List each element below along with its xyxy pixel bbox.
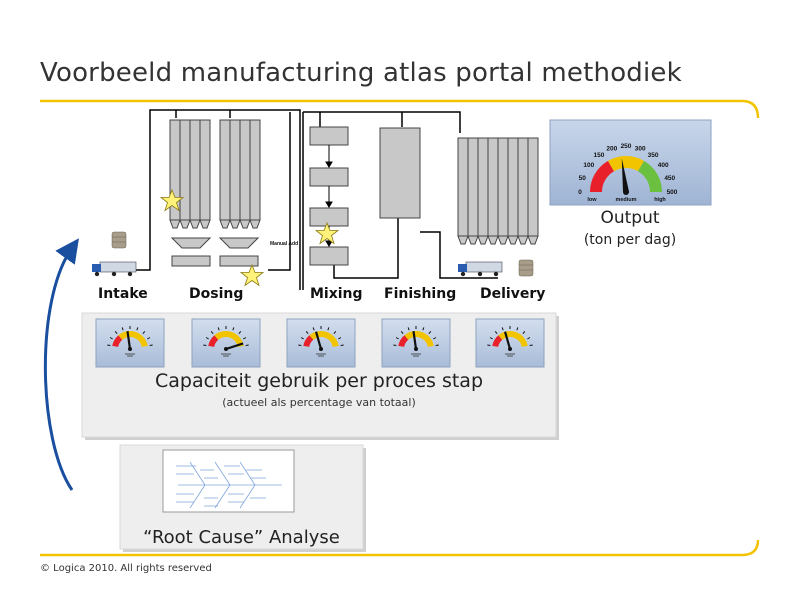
copyright: © Logica 2010. All rights reserved [40, 563, 212, 574]
output-gauge-tick-label: 50 [579, 175, 587, 182]
capacity-gauge-intake [95, 318, 165, 368]
bottom-frame-line [40, 539, 760, 557]
capacity-gauge-needle [314, 331, 323, 350]
capacity-gauge-needle [503, 331, 512, 350]
output-gauge-tick-label: 250 [621, 143, 632, 150]
intake-sacks-icon [111, 231, 127, 249]
capacity-subtitle: (actueel als percentage van totaal) [222, 396, 416, 409]
intake-truck-icon [92, 261, 137, 277]
capacity-gauge-needle [126, 331, 132, 350]
step-label-dosing: Dosing [189, 286, 244, 302]
delivery-sacks-icon [518, 259, 534, 277]
output-gauge-tick-label: 100 [583, 162, 594, 169]
capacity-gauge-needle [225, 342, 244, 351]
root-cause-label[interactable]: “Root Cause” Analyse [143, 527, 340, 548]
output-gauge-zone-label: low [587, 197, 597, 203]
output-gauge-zone-high [637, 160, 662, 193]
output-gauge-tick-label: 150 [594, 152, 605, 159]
capacity-gauges [95, 318, 545, 368]
output-gauge-tick-label: 400 [658, 162, 669, 169]
top-frame-line [40, 99, 760, 119]
dosing-hoppers [170, 237, 260, 267]
delivery-truck-icon [458, 261, 503, 277]
capacity-gauge-finishing [381, 318, 451, 368]
manual-add-label: Manual Add [270, 241, 298, 247]
output-gauge-tick-label: 0 [578, 189, 582, 196]
step-label-mixing: Mixing [310, 286, 363, 302]
output-title: Output [600, 208, 660, 228]
output-gauge-zone-label: high [654, 197, 666, 203]
delivery-silos [457, 137, 539, 245]
fishbone-lines [176, 461, 282, 509]
output-gauge-needle [621, 158, 629, 193]
page-title: Voorbeeld manufacturing atlas portal met… [40, 58, 682, 88]
output-gauge-zone-medium [608, 156, 644, 172]
output-gauge-tick-label: 500 [667, 189, 678, 196]
capacity-title: Capaciteit gebruik per proces stap [154, 370, 484, 392]
output-gauge-tick-label: 300 [635, 145, 646, 152]
capacity-gauge-mixing [286, 318, 356, 368]
mixing-units [309, 126, 349, 266]
star-icons [159, 188, 340, 287]
output-gauge-zone-label: medium [615, 197, 636, 203]
finishing-unit [379, 127, 421, 219]
output-gauge-tick-label: 350 [648, 152, 659, 159]
fishbone-diagram-thumbnail[interactable] [162, 449, 295, 513]
output-gauge-hub [623, 189, 629, 195]
capacity-gauge-delivery [475, 318, 545, 368]
feedback-arrow [43, 238, 79, 491]
capacity-gauge-dosing [191, 318, 261, 368]
step-label-intake: Intake [98, 286, 148, 302]
step-label-delivery: Delivery [480, 286, 546, 302]
output-gauge-tick-label: 450 [664, 175, 675, 182]
output-gauge-zone-low [590, 160, 615, 193]
step-label-finishing: Finishing [384, 286, 457, 302]
capacity-gauge-needle [412, 331, 418, 350]
dosing-silos-1 [169, 119, 211, 229]
process-lines [128, 109, 498, 290]
output-gauge-tick-label: 200 [606, 145, 617, 152]
output-subtitle: (ton per dag) [583, 232, 677, 248]
dosing-silos-2 [219, 119, 261, 229]
